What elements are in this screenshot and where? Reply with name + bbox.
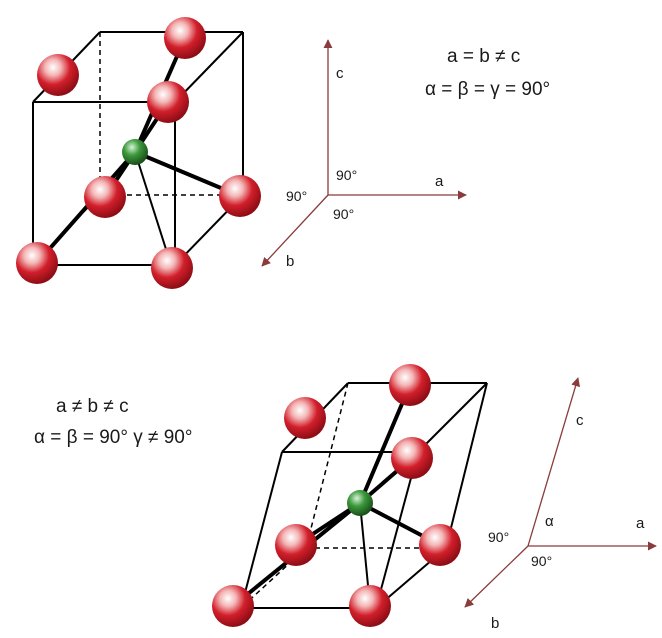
axis-c-arrow bbox=[527, 377, 581, 547]
red-atom bbox=[16, 242, 58, 284]
triclinic-length-relation: a ≠ b ≠ c bbox=[56, 396, 129, 417]
red-atom bbox=[391, 437, 433, 479]
tetragonal-angle-relation: α = β = γ = 90° bbox=[425, 79, 551, 100]
red-atom bbox=[284, 397, 326, 439]
axis-b-arrow bbox=[464, 545, 529, 608]
green-atom bbox=[347, 490, 373, 516]
axis-b-label: b bbox=[286, 253, 294, 270]
axis-a-label: a bbox=[636, 515, 645, 532]
red-atom bbox=[389, 364, 431, 406]
tetragonal-axes: c a b 90° 90° 90° bbox=[261, 39, 467, 270]
red-atom bbox=[164, 17, 206, 59]
axis-c-label: c bbox=[336, 65, 344, 82]
tetragonal-length-relation: a = b ≠ c bbox=[447, 46, 521, 67]
red-atom bbox=[147, 81, 189, 123]
angle-bottom-label: 90° bbox=[333, 206, 354, 222]
triclinic-angle-relation: α = β = 90° γ ≠ 90° bbox=[34, 427, 193, 448]
angle-bottom-label: 90° bbox=[531, 553, 552, 569]
red-atom bbox=[151, 247, 193, 289]
axis-b-arrow bbox=[261, 194, 329, 267]
axis-b-label: b bbox=[491, 615, 499, 632]
cell-edges bbox=[32, 31, 244, 266]
triclinic-axes: c a b 90° α 90° bbox=[464, 377, 657, 632]
angle-top-label: 90° bbox=[336, 167, 357, 183]
red-atom bbox=[419, 524, 461, 566]
angle-left-label: 90° bbox=[286, 188, 307, 204]
angle-alpha-label: α bbox=[545, 513, 554, 530]
tetragonal-unit-cell bbox=[16, 17, 261, 289]
red-atom bbox=[84, 176, 126, 218]
red-atom bbox=[275, 524, 317, 566]
red-atom bbox=[37, 54, 79, 96]
red-atom bbox=[212, 585, 254, 627]
axis-a-label: a bbox=[435, 173, 444, 190]
red-atom bbox=[219, 175, 261, 217]
red-atom bbox=[349, 585, 391, 627]
bonds bbox=[231, 384, 441, 608]
triclinic-unit-cell bbox=[212, 364, 488, 627]
angle-left-label: 90° bbox=[488, 529, 509, 545]
axis-c-label: c bbox=[576, 412, 584, 429]
green-atom bbox=[122, 139, 148, 165]
